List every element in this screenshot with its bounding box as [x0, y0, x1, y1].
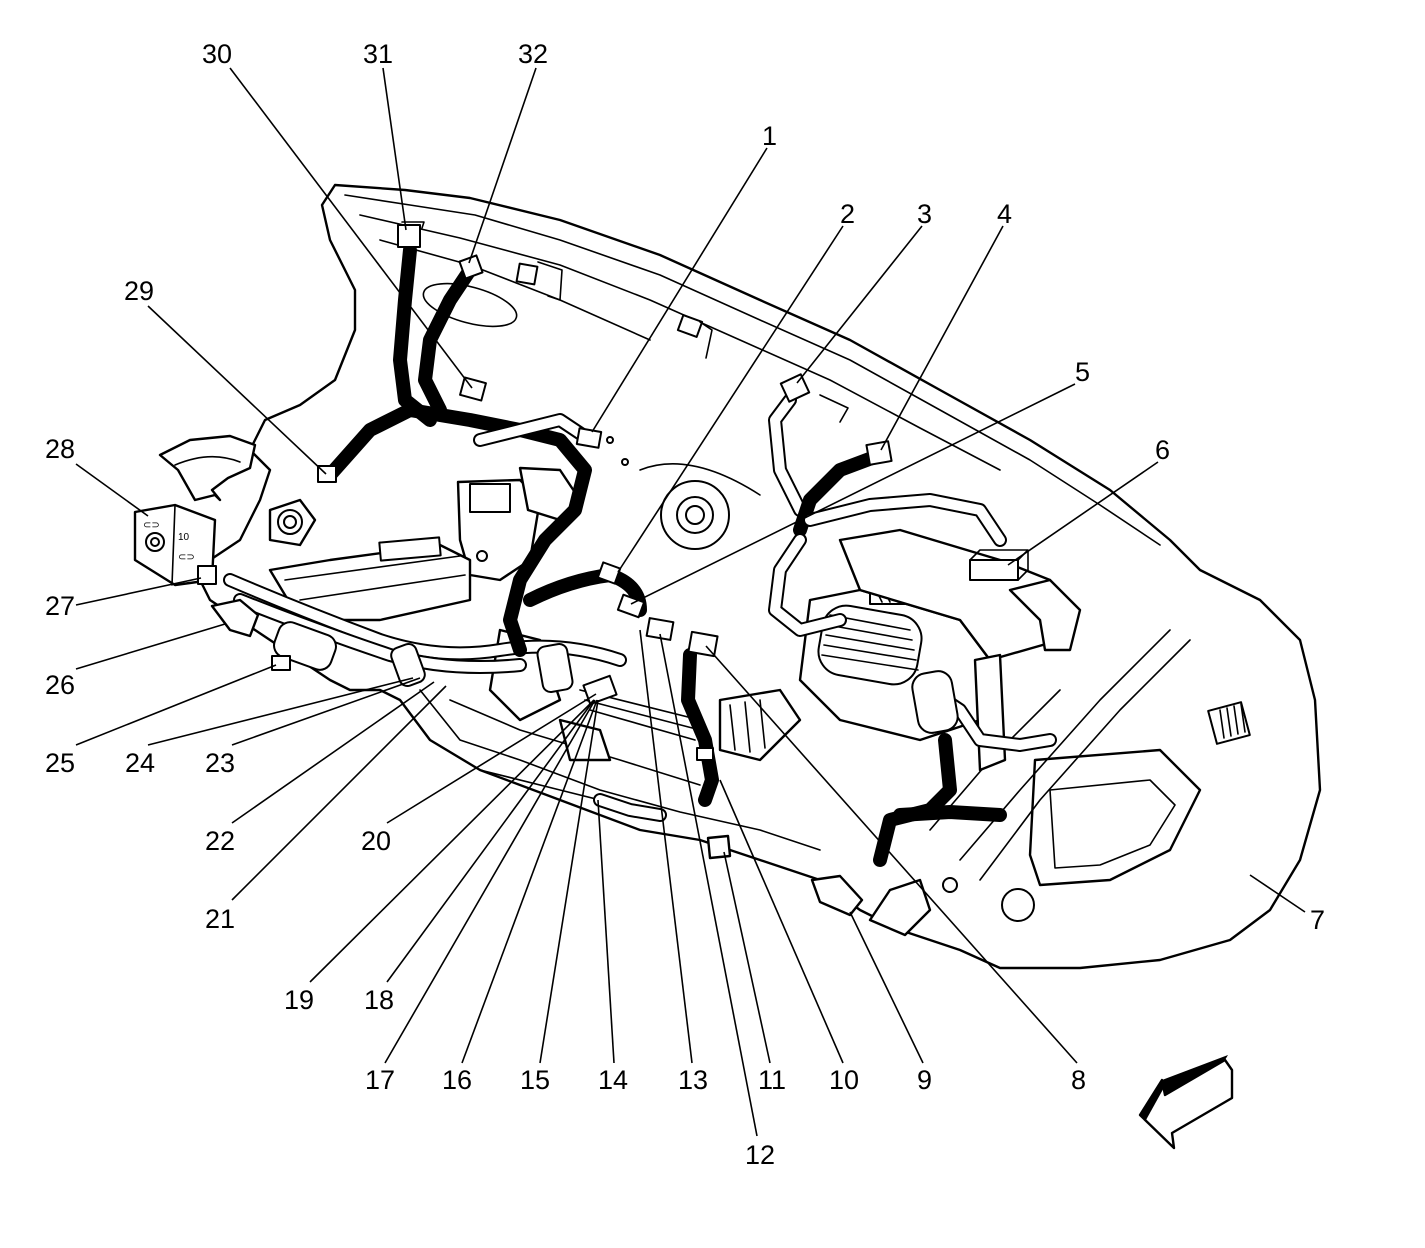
callout-32: 32	[518, 39, 548, 69]
callout-8: 8	[1071, 1065, 1086, 1095]
callout-5: 5	[1075, 357, 1090, 387]
callout-31: 31	[363, 39, 393, 69]
callout-13: 13	[678, 1065, 708, 1095]
callout-labels: 1 2 3 4 5 6 7 8 9 10 11 12 13 14 15 16 1…	[45, 39, 1325, 1170]
callout-11: 11	[758, 1065, 786, 1095]
callout-9: 9	[917, 1065, 932, 1095]
callout-25: 25	[45, 748, 75, 778]
svg-text:10: 10	[178, 532, 190, 543]
callout-29: 29	[124, 276, 154, 306]
callout-26: 26	[45, 670, 75, 700]
callout-17: 17	[365, 1065, 395, 1095]
callout-19: 19	[284, 985, 314, 1015]
callout-16: 16	[442, 1065, 472, 1095]
callout-10: 10	[829, 1065, 859, 1095]
callout-3: 3	[917, 199, 932, 229]
callout-12: 12	[745, 1140, 775, 1170]
svg-text:⊂⊃: ⊂⊃	[178, 552, 195, 563]
callout-1: 1	[762, 121, 777, 151]
callout-24: 24	[125, 748, 155, 778]
callout-20: 20	[361, 826, 391, 856]
callout-27: 27	[45, 591, 75, 621]
callout-14: 14	[598, 1065, 628, 1095]
callout-2: 2	[840, 199, 855, 229]
callout-4: 4	[997, 199, 1012, 229]
callout-7: 7	[1310, 905, 1325, 935]
callout-15: 15	[520, 1065, 550, 1095]
callout-23: 23	[205, 748, 235, 778]
callout-18: 18	[364, 985, 394, 1015]
callout-21: 21	[205, 904, 235, 934]
callout-30: 30	[202, 39, 232, 69]
instrument-panel-drawing	[158, 183, 1322, 970]
callout-22: 22	[205, 826, 235, 856]
leader-lines	[75, 67, 1306, 1137]
wiring-harness-drawing	[223, 243, 1057, 867]
callout-6: 6	[1155, 435, 1170, 465]
callout-28: 28	[45, 434, 75, 464]
front-of-vehicle-arrow-icon	[1138, 1055, 1234, 1150]
svg-text:⊂⊃: ⊂⊃	[143, 520, 160, 531]
